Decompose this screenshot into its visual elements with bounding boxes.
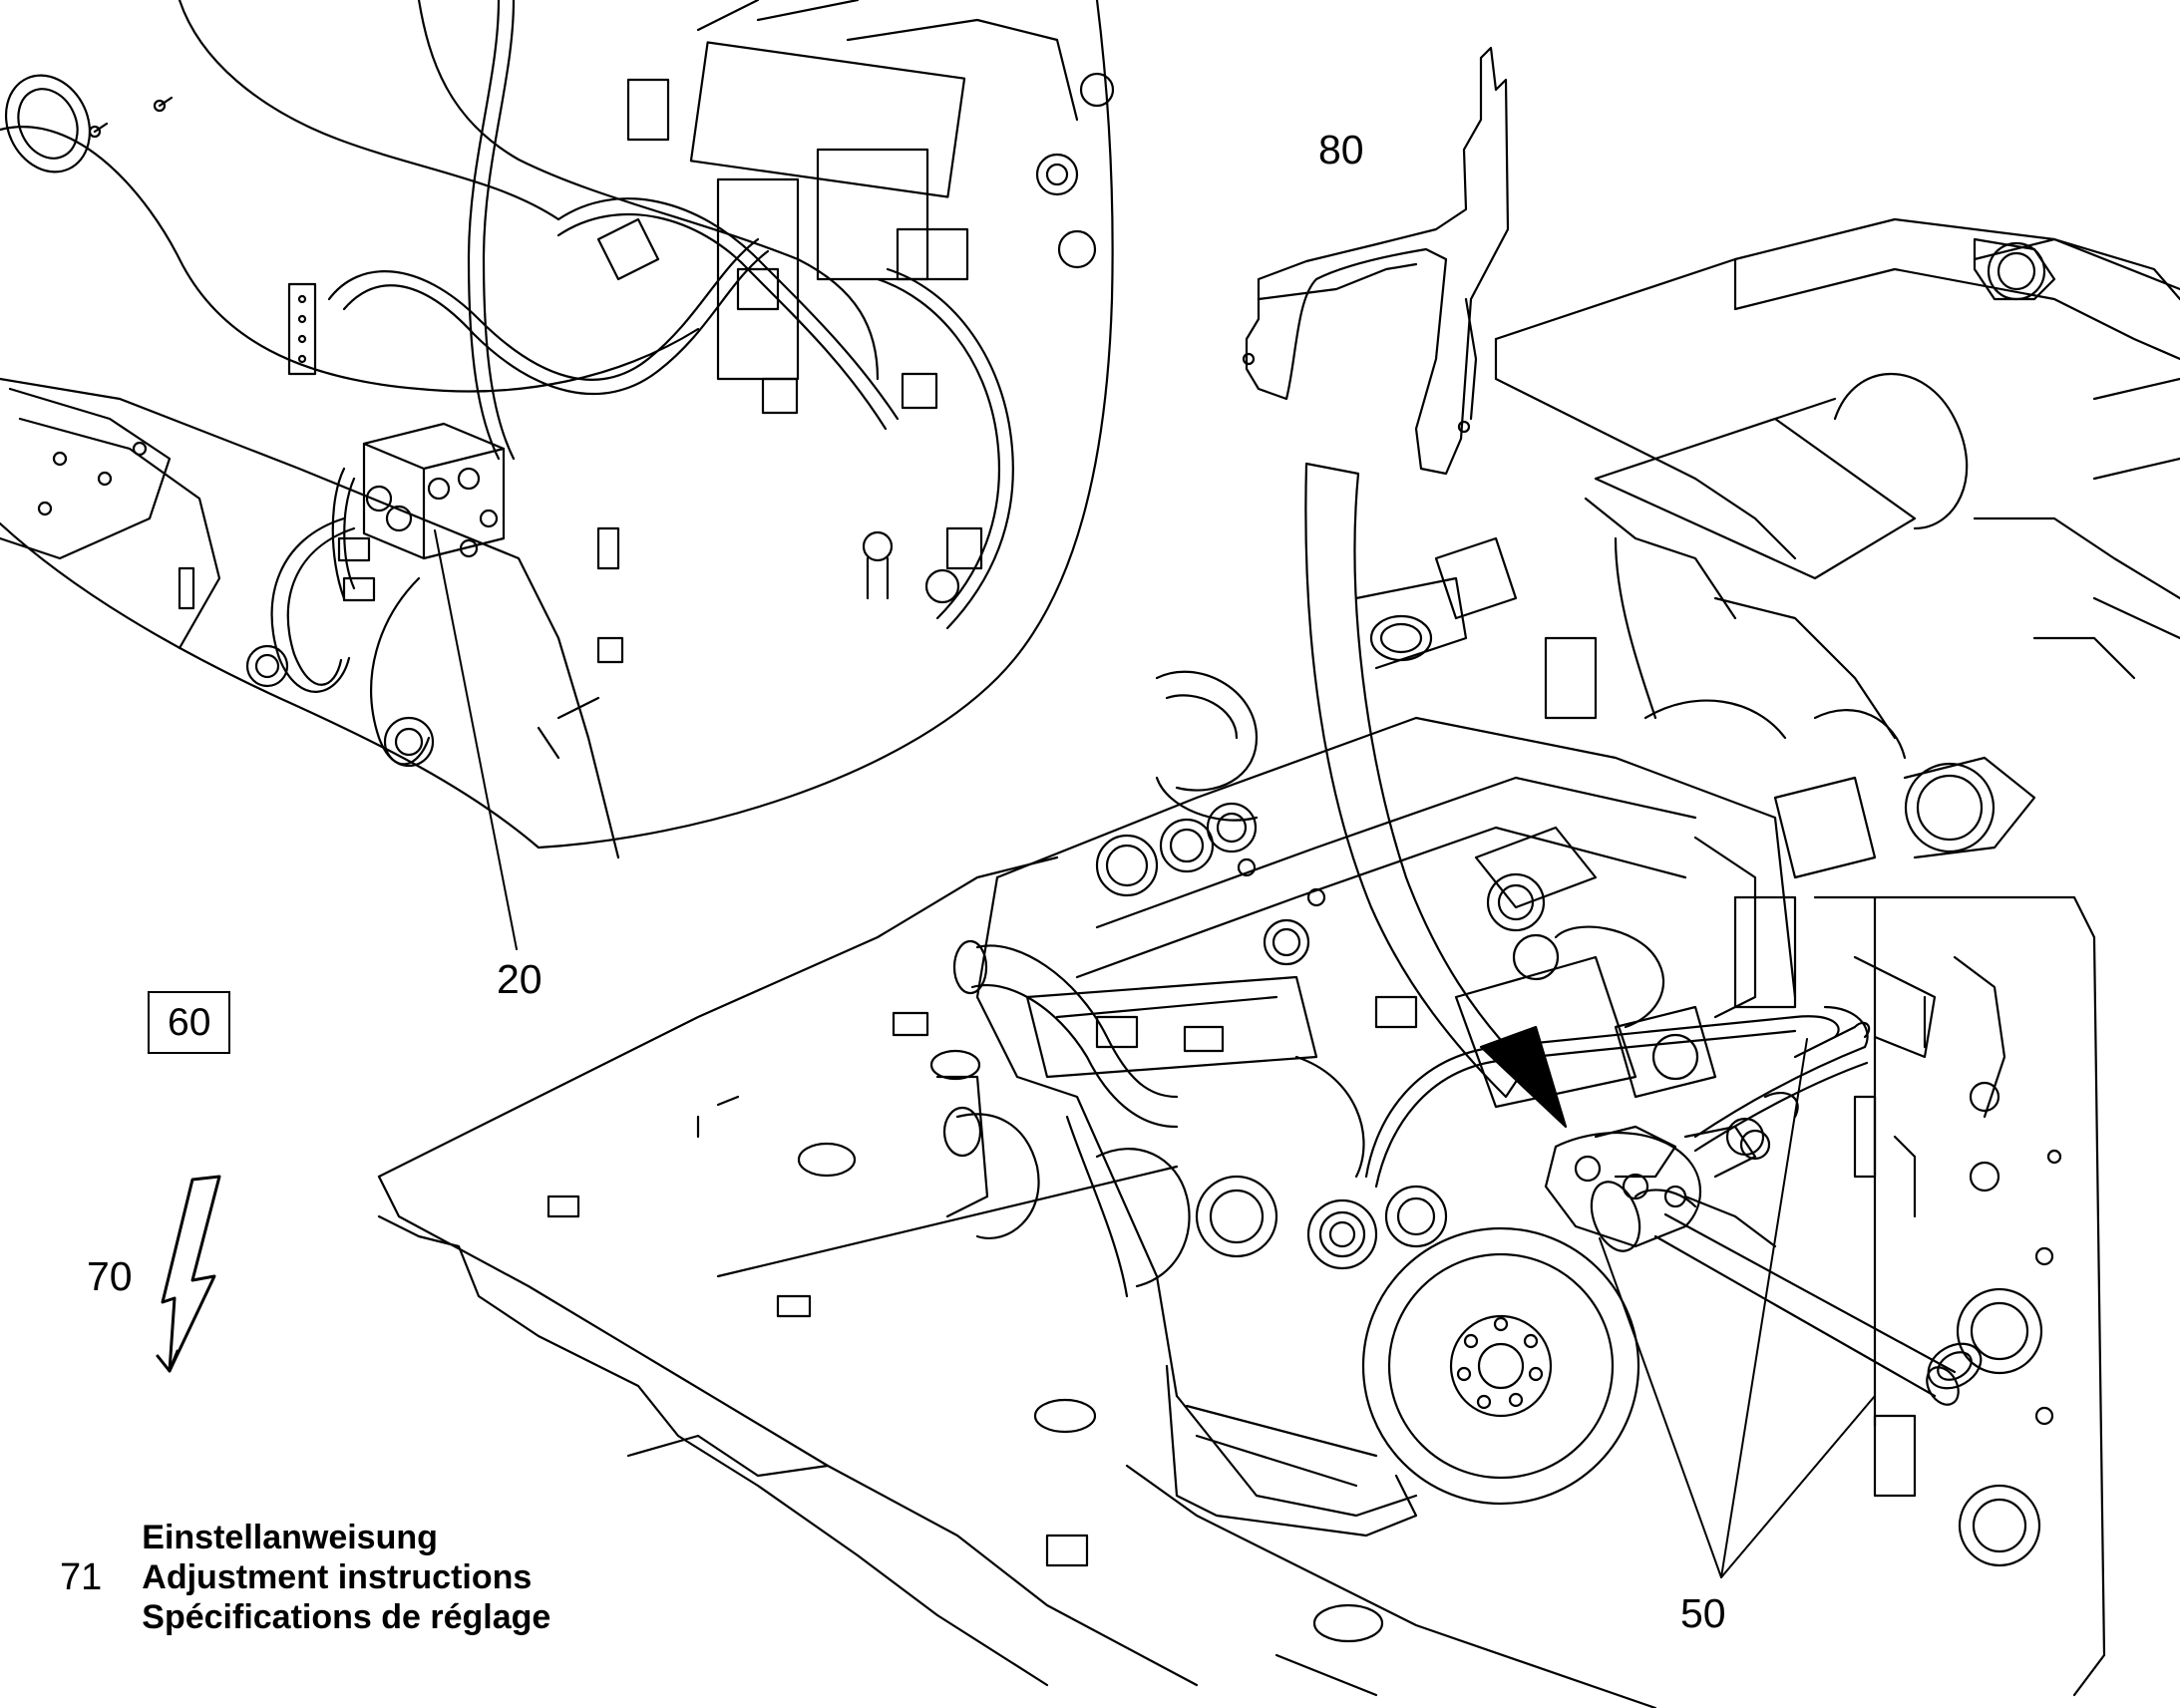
shield-panel-80 [1242, 46, 1510, 476]
hydraulic-pump-assembly-50 [1544, 1005, 1983, 1406]
upper-inset-assembly [0, 0, 1115, 859]
callout-70: 70 [87, 1253, 133, 1299]
callout-leaders [434, 529, 1876, 1578]
engine-assembly [935, 670, 1840, 1537]
legend-line-german: Einstellanweisung [142, 1519, 438, 1556]
valve-block-20 [331, 422, 506, 602]
legend-line-french: Spécifications de réglage [142, 1597, 551, 1636]
legend-line-english: Adjustment instructions [142, 1557, 533, 1596]
legend-text-block: Einstellanweisung Adjustment instruction… [142, 1519, 550, 1637]
adjustment-instructions-legend: 71 Einstellanweisung Adjustment instruct… [60, 1519, 550, 1637]
flywheel [1361, 1226, 1640, 1506]
direction-arrow-icon [1304, 462, 1568, 1129]
lightning-bolt-icon [156, 1175, 221, 1373]
callout-60-box: 60 [148, 991, 231, 1054]
callout-71: 71 [60, 1556, 103, 1599]
callout-80: 80 [1318, 127, 1364, 172]
main-chassis-frame [377, 217, 2180, 1708]
callout-50: 50 [1680, 1590, 1726, 1636]
inset-boundary [0, 0, 1114, 850]
callout-20: 20 [497, 956, 543, 1002]
